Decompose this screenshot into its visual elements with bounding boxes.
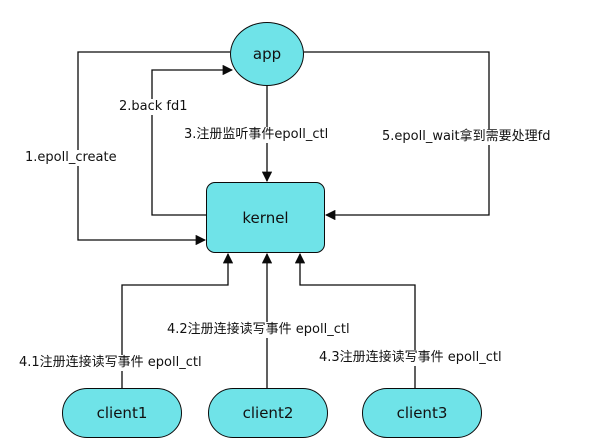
edge-epoll-create — [77, 51, 230, 246]
app-node-label: app — [252, 45, 282, 63]
client1-node-label: client1 — [96, 404, 148, 422]
client2-node-label: client2 — [242, 404, 294, 422]
client1-node: client1 — [62, 388, 182, 438]
edge-label-client2-register: 4.2注册连接读写事件 epoll_ctl — [166, 322, 351, 338]
edge-label-epoll-create: 1.epoll_create — [24, 150, 118, 166]
edge-back-fd — [151, 64, 234, 216]
client3-node-label: client3 — [396, 404, 448, 422]
edge-label-client1-register: 4.1注册连接读写事件 epoll_ctl — [18, 355, 203, 371]
edge-label-epoll-wait: 5.epoll_wait拿到需要处理fd — [381, 129, 552, 145]
app-node: app — [230, 22, 304, 86]
edge-label-register: 3.注册监听事件epoll_ctl — [183, 127, 330, 143]
edge-label-back-fd: 2.back fd1 — [118, 99, 189, 115]
kernel-node-label: kernel — [242, 208, 289, 227]
kernel-node: kernel — [206, 182, 325, 253]
edge-client3-register — [294, 252, 416, 388]
edge-client1-register — [121, 252, 234, 388]
client2-node: client2 — [208, 388, 328, 438]
edge-label-client3-register: 4.3注册连接读写事件 epoll_ctl — [318, 350, 503, 366]
client3-node: client3 — [362, 388, 482, 438]
